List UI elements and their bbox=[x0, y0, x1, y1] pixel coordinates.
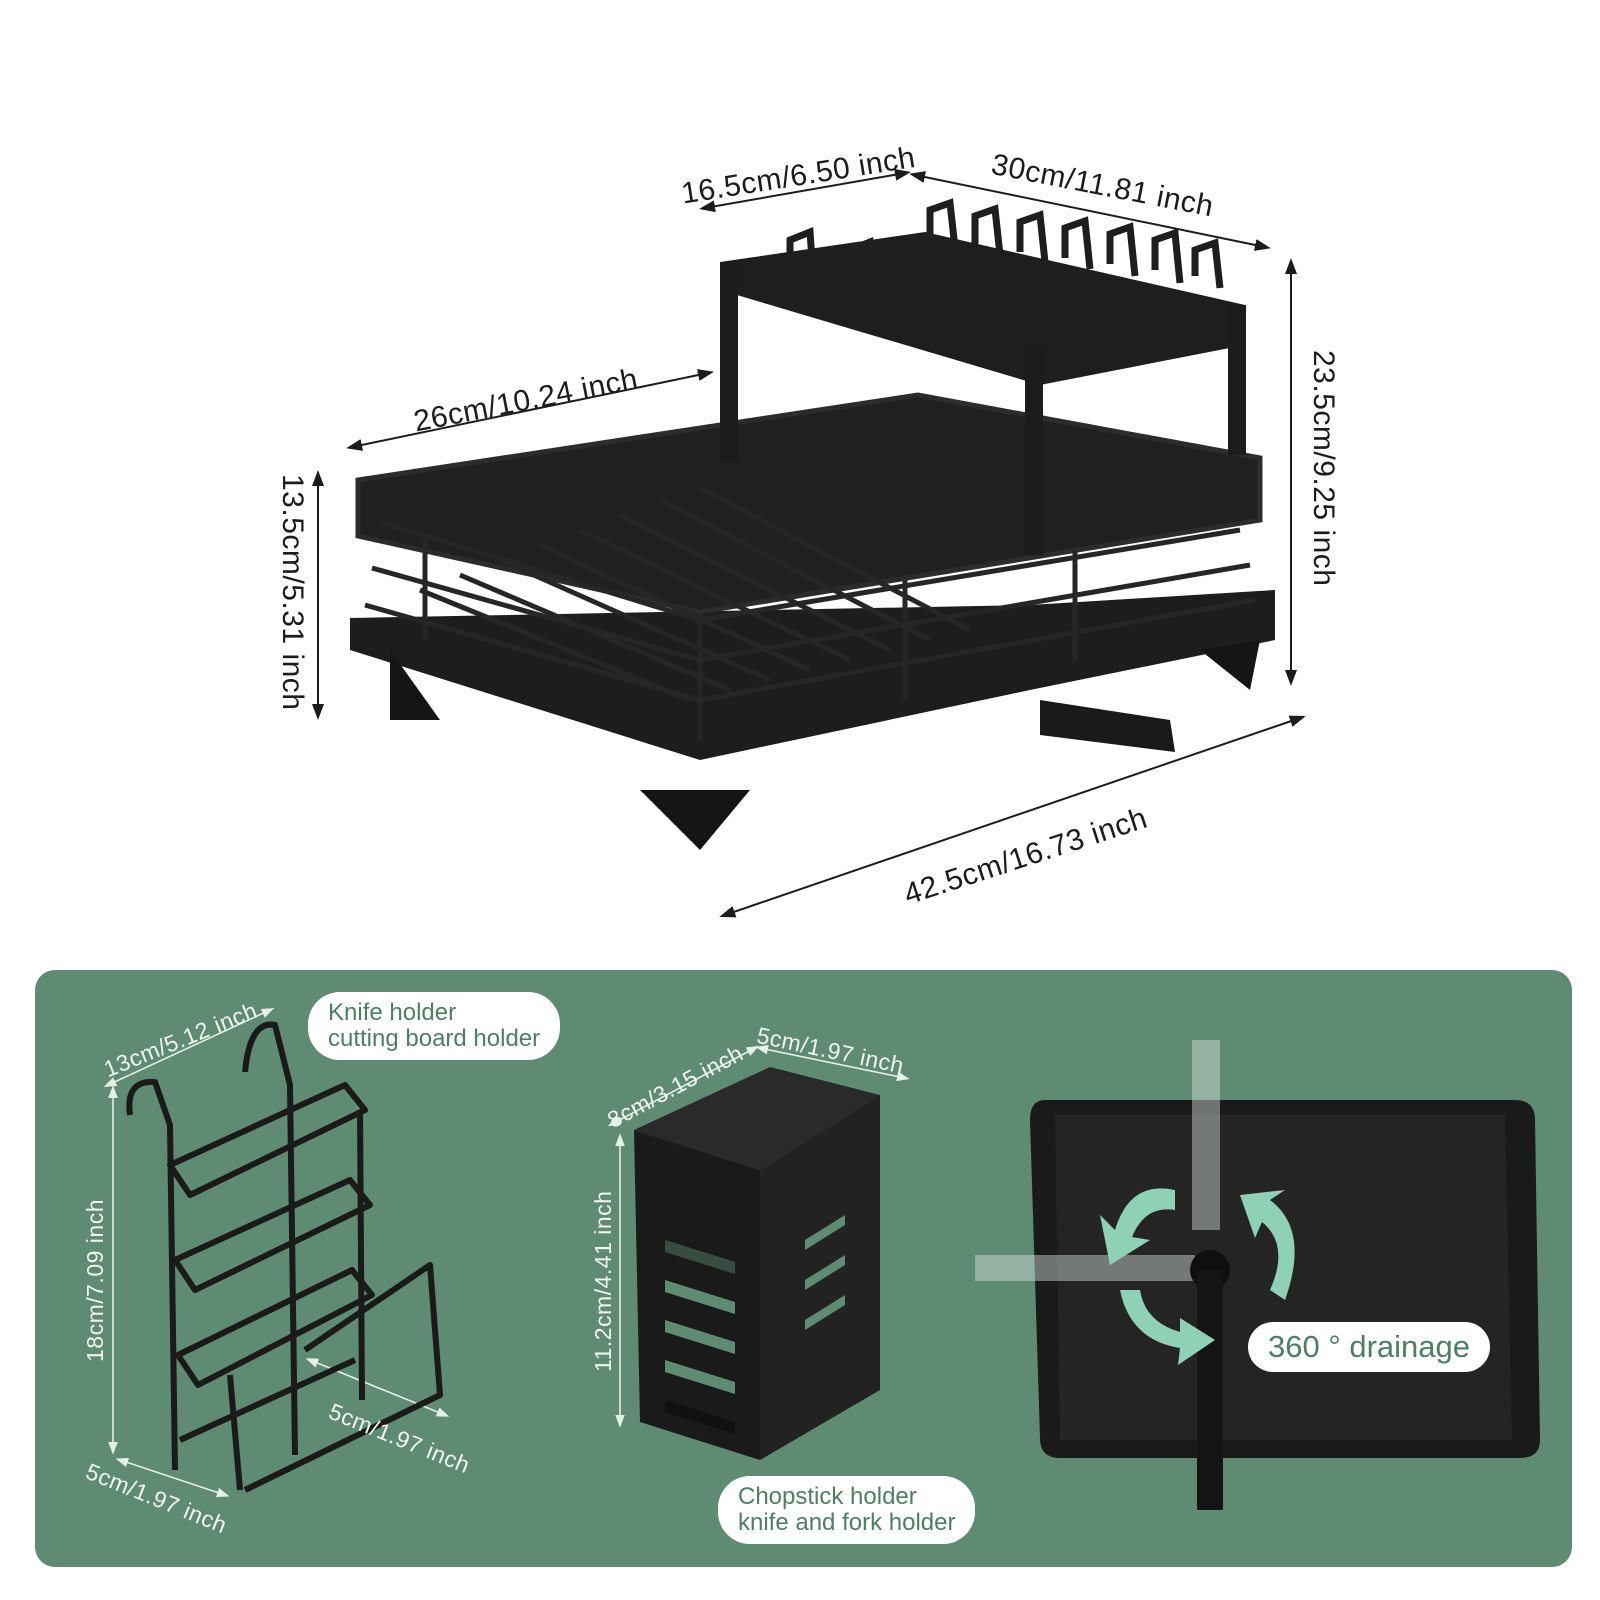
dimension-lines bbox=[312, 168, 1306, 918]
knife-holder-label-line2: cutting board holder bbox=[328, 1025, 541, 1052]
drain-tray-illustration bbox=[975, 1040, 1540, 1510]
rotation-arrows-icon bbox=[1100, 1188, 1295, 1365]
knife-holder-illustration bbox=[126, 1021, 443, 1493]
utensil-holder-label-line1: Chopstick holder bbox=[738, 1483, 917, 1510]
dim-utensil-height: 11.2cm/4.41 inch bbox=[590, 1190, 616, 1372]
utensil-holder-label: Chopstick holder knife and fork holder bbox=[718, 1476, 976, 1544]
knife-holder-label: Knife holder cutting board holder bbox=[308, 992, 561, 1060]
rack-upper-tier bbox=[720, 198, 1246, 555]
dim-knife-height: 18cm/7.09 inch bbox=[82, 1199, 108, 1362]
utensil-holder-label-line2: knife and fork holder bbox=[738, 1509, 956, 1536]
utensil-holder-illustration bbox=[634, 1067, 880, 1460]
rack-base-tray bbox=[350, 590, 1275, 850]
drainage-label: 360 ° drainage bbox=[1248, 1322, 1490, 1372]
knife-holder-label-line1: Knife holder bbox=[328, 999, 457, 1026]
